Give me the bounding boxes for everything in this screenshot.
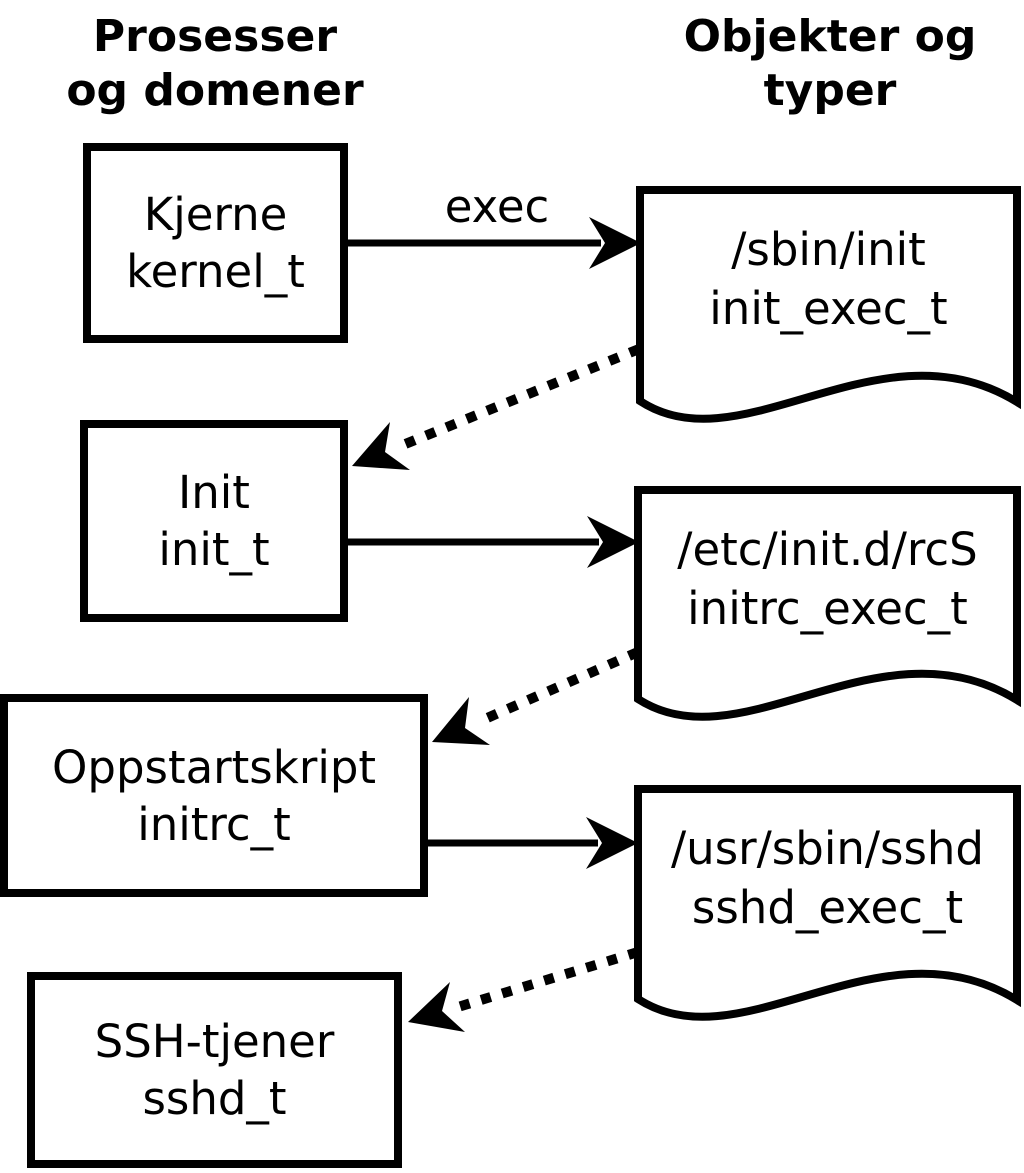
dotted-arrowhead-sshdexec-to-sshd xyxy=(408,982,465,1032)
column-header-objects: Objekter og typer xyxy=(630,10,1024,118)
process-box-initrc-name: Oppstartskript xyxy=(51,740,377,794)
document-shape-usr-sbin-sshd xyxy=(634,785,1021,1021)
process-box-initrc: Oppstartskript initrc_t xyxy=(0,694,428,897)
edge-label-exec: exec xyxy=(444,180,550,233)
process-box-init-type: init_t xyxy=(158,523,270,576)
document-shape-sbin-init xyxy=(636,186,1021,423)
solid-arrowhead-initrc-to-sshd-exec xyxy=(586,817,638,869)
process-box-sshd: SSH-tjener sshd_t xyxy=(27,972,402,1168)
process-box-sshd-type: sshd_t xyxy=(142,1072,287,1125)
process-box-kernel-type: kernel_t xyxy=(126,245,305,298)
column-header-processes-line1: Prosesser xyxy=(92,11,338,62)
dotted-arrowhead-initexec-to-init xyxy=(352,422,410,470)
process-box-kernel: Kjerne kernel_t xyxy=(83,143,348,343)
process-box-kernel-name: Kjerne xyxy=(143,188,288,241)
dotted-arrow-initrcexec-to-initrc xyxy=(475,647,641,727)
process-box-initrc-type: initrc_t xyxy=(137,797,291,851)
process-box-init: Init init_t xyxy=(80,420,348,622)
column-header-objects-line1: Objekter og xyxy=(683,11,977,62)
column-header-objects-line2: typer xyxy=(763,65,897,116)
solid-arrowhead-kernel-to-init-exec xyxy=(589,217,641,269)
dotted-arrow-sshdexec-to-sshd xyxy=(456,947,640,1012)
column-header-processes-line2: og domener xyxy=(66,65,364,116)
solid-arrowhead-init-to-initrc-exec xyxy=(587,516,639,568)
process-box-sshd-name: SSH-tjener xyxy=(94,1015,335,1068)
dotted-arrowhead-initrcexec-to-initrc xyxy=(432,697,490,745)
column-header-processes: Prosesser og domener xyxy=(15,10,415,118)
dotted-arrow-initexec-to-init xyxy=(396,344,641,452)
process-box-init-name: Init xyxy=(178,466,250,519)
document-shape-etc-initd-rcs xyxy=(634,486,1021,721)
